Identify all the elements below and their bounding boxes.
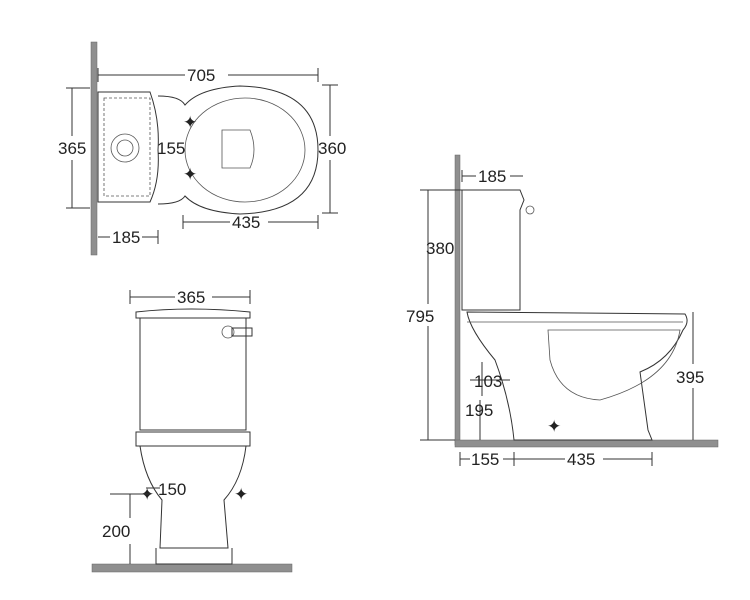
dim-435-top: 435 <box>232 213 260 232</box>
pedestal <box>139 445 247 549</box>
flush-valve <box>110 133 140 163</box>
dim-200: 200 <box>102 522 130 541</box>
seat-outline <box>184 97 306 203</box>
tank-lid <box>135 308 251 319</box>
dim-185-top: 185 <box>112 228 140 247</box>
dim-155-top: 155 <box>157 139 185 158</box>
flush-lever-side <box>525 205 535 215</box>
tank-side <box>461 189 525 311</box>
fix-mark-2: ✦ <box>183 165 197 184</box>
dim-185-side: 185 <box>478 167 506 186</box>
tank-body <box>139 318 247 431</box>
dim-195: 195 <box>465 401 493 420</box>
dim-435-side: 435 <box>567 450 595 469</box>
fix-mark: ✦ <box>547 417 561 436</box>
wall <box>454 154 461 446</box>
dim-155-side: 155 <box>471 450 499 469</box>
dim-150: 150 <box>158 480 186 499</box>
tank-outline <box>97 91 159 203</box>
seat <box>135 431 251 447</box>
wall <box>90 41 98 256</box>
floor <box>454 439 719 448</box>
bowl-interior <box>547 329 681 401</box>
side-view: ✦ 185 380 795 103 195 395 155 435 <box>406 154 719 469</box>
dim-395: 395 <box>676 368 704 387</box>
floor <box>91 563 293 573</box>
dim-705: 705 <box>187 66 215 85</box>
dim-360: 360 <box>318 139 346 158</box>
lid-hinge <box>221 129 255 169</box>
dim-380: 380 <box>426 239 454 258</box>
flush-valve-inner <box>116 139 134 157</box>
bowl-side <box>466 311 688 441</box>
lever-handle <box>231 327 253 337</box>
top-view: ✦ ✦ 705 365 155 360 185 435 <box>58 41 346 256</box>
front-view: 365 ✦ ✦ 150 200 <box>91 288 293 573</box>
bowl-outline <box>157 85 319 215</box>
dim-795: 795 <box>406 307 434 326</box>
fix-mark-1: ✦ <box>183 113 197 132</box>
inlet-right: ✦ <box>234 485 248 504</box>
dim-365-top: 365 <box>58 139 86 158</box>
dim-103: 103 <box>474 372 502 391</box>
dim-365-front: 365 <box>177 288 205 307</box>
tank-inner <box>103 97 151 197</box>
flush-lever <box>221 325 235 339</box>
base <box>155 548 233 565</box>
